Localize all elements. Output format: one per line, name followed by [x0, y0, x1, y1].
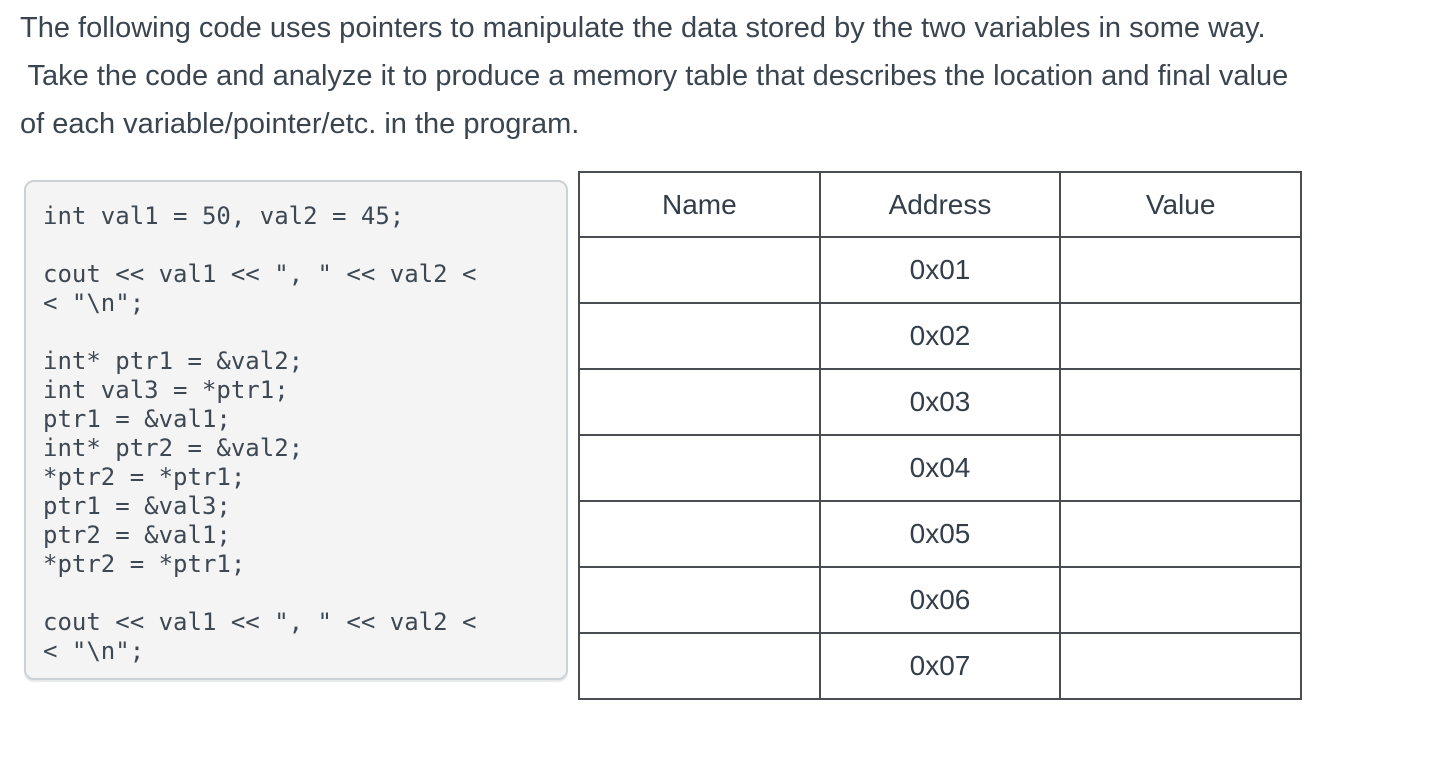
cell-address: 0x03 — [818, 368, 1062, 436]
cell-address: 0x01 — [818, 236, 1062, 304]
table-row: 0x02 — [578, 302, 1302, 370]
table-row: 0x01 — [578, 236, 1302, 304]
cell-value — [1059, 368, 1302, 436]
table-row: 0x06 — [578, 566, 1302, 634]
cell-address: 0x07 — [818, 632, 1062, 700]
table-row: 0x05 — [578, 500, 1302, 568]
cell-name — [578, 566, 821, 634]
table-row: 0x04 — [578, 434, 1302, 502]
question-line: Take the code and analyze it to produce … — [20, 60, 1289, 92]
cell-name — [578, 368, 821, 436]
table-row: 0x03 — [578, 368, 1302, 436]
cell-address: 0x04 — [818, 434, 1062, 502]
question-line: of each variable/pointer/etc. in the pro… — [20, 108, 580, 140]
cell-name — [578, 500, 821, 568]
table-row: 0x07 — [578, 632, 1302, 700]
cell-name — [578, 632, 821, 700]
cell-value — [1059, 566, 1302, 634]
question-text: The following code uses pointers to mani… — [20, 4, 1428, 148]
question-line: The following code uses pointers to mani… — [20, 12, 1266, 44]
cell-address: 0x02 — [818, 302, 1062, 370]
table-header-row: Name Address Value — [578, 171, 1302, 238]
code-block: int val1 = 50, val2 = 45; cout << val1 <… — [24, 180, 568, 680]
cell-name — [578, 236, 821, 304]
cell-address: 0x05 — [818, 500, 1062, 568]
cell-address: 0x06 — [818, 566, 1062, 634]
code-text: int val1 = 50, val2 = 45; cout << val1 <… — [43, 202, 477, 665]
cell-value — [1059, 302, 1302, 370]
cell-value — [1059, 236, 1302, 304]
column-header-name: Name — [578, 171, 821, 238]
cell-value — [1059, 434, 1302, 502]
cell-name — [578, 302, 821, 370]
cell-value — [1059, 500, 1302, 568]
cell-name — [578, 434, 821, 502]
column-header-value: Value — [1059, 171, 1302, 238]
memory-table: Name Address Value 0x01 0x02 0x03 0x04 — [578, 171, 1302, 700]
cell-value — [1059, 632, 1302, 700]
column-header-address: Address — [818, 171, 1062, 238]
